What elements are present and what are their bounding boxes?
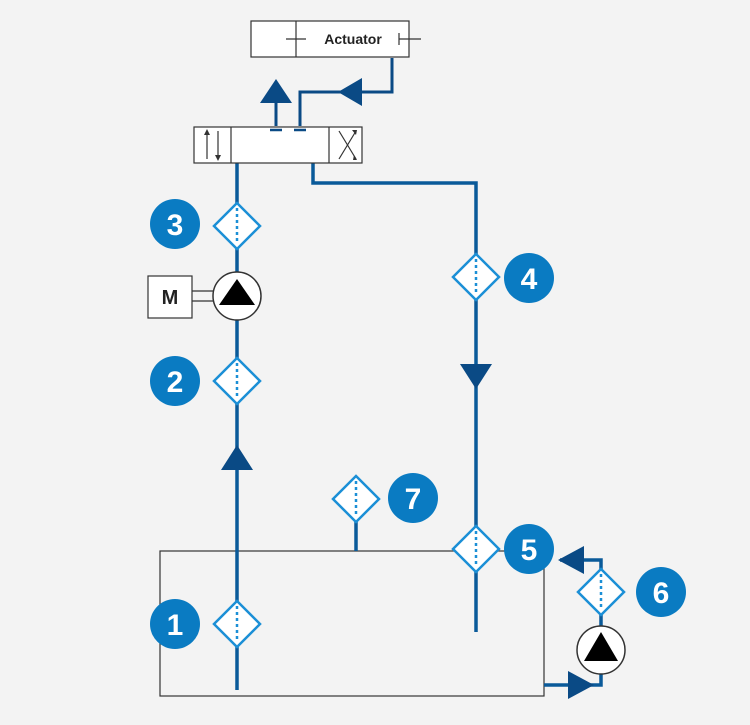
filter-2-number: 2	[167, 366, 184, 399]
filter-1-icon	[212, 599, 262, 649]
filter-3-badge: 3	[150, 199, 200, 249]
flow-arrow-icon	[260, 79, 292, 103]
filter-1-badge: 1	[150, 599, 200, 649]
filter-7-number: 7	[405, 483, 422, 516]
flow-arrow-icon	[221, 445, 253, 470]
flow-arrow-icon	[558, 546, 584, 574]
motor-label: M	[162, 287, 179, 309]
filter-5-icon	[451, 524, 501, 574]
main-pump-icon	[212, 271, 262, 321]
filter-4-number: 4	[521, 263, 538, 296]
filter-2-badge: 2	[150, 356, 200, 406]
filter-4-icon	[451, 252, 501, 302]
flow-arrow-icon	[568, 671, 594, 699]
pressure-line	[235, 146, 478, 690]
flow-arrow-icon	[338, 78, 362, 106]
filter-4-badge: 4	[504, 253, 554, 303]
filter-6-icon	[576, 567, 626, 617]
filter-7-badge: 7	[388, 473, 438, 523]
filter-5-badge: 5	[504, 524, 554, 574]
filter-1-number: 1	[167, 609, 184, 642]
actuator-cylinder: Actuator	[250, 20, 421, 58]
motor: M	[147, 275, 214, 319]
actuator-label: Actuator	[324, 31, 382, 47]
filter-6-number: 6	[653, 577, 670, 610]
filter-2-icon	[212, 356, 262, 406]
filter-3-icon	[212, 201, 262, 251]
flow-arrow-icon	[460, 364, 492, 389]
filter-7-icon	[331, 474, 381, 524]
offline-pump-icon	[576, 625, 626, 675]
directional-valve	[193, 126, 363, 164]
filter-6-badge: 6	[636, 567, 686, 617]
filter-3-number: 3	[167, 209, 184, 242]
filter-5-number: 5	[521, 534, 538, 567]
